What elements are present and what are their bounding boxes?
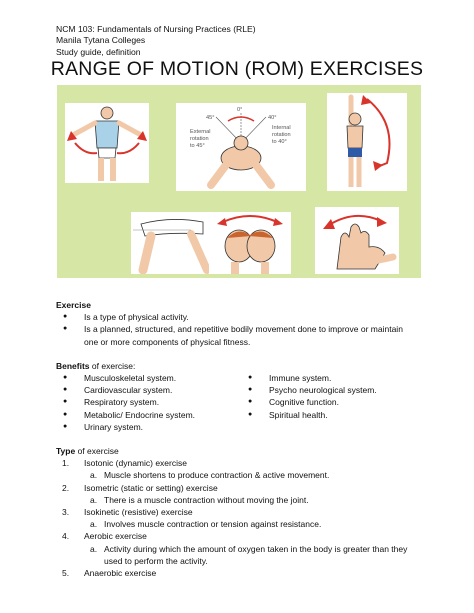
list-item: Respiratory system. xyxy=(56,396,241,408)
types-heading-rest: of exercise xyxy=(75,446,119,457)
label-external-2: rotation xyxy=(190,136,209,142)
list-item: Musculoskeletal system. xyxy=(56,372,241,384)
list-item: a.Activity during which the amount of ox… xyxy=(90,543,408,554)
list-item: Metabolic/ Endocrine system. xyxy=(56,409,241,421)
label-external-3: to 45° xyxy=(190,143,205,149)
list-item: Is a type of physical activity. xyxy=(56,311,426,323)
list-item: Cardiovascular system. xyxy=(56,384,241,396)
types-heading: Type of exercise xyxy=(56,445,426,457)
course-line: NCM 103: Fundamentals of Nursing Practic… xyxy=(56,24,256,34)
label-external-1: External xyxy=(190,129,211,135)
list-item: Immune system. xyxy=(241,372,426,384)
neck-rotation-figure xyxy=(209,212,291,274)
list-item: Is a planned, structured, and repetitive… xyxy=(56,323,426,335)
list-item: a.Muscle shortens to produce contraction… xyxy=(90,470,330,481)
list-item: a.Involves muscle contraction or tension… xyxy=(90,519,322,530)
benefits-heading: Benefits of exercise: xyxy=(56,360,426,372)
hand-extension-figure xyxy=(315,207,399,274)
rom-illustration-panel: 0° 45° 40° External rotation to 45° Inte… xyxy=(57,85,421,278)
list-item-continuation: used to perform the activity. xyxy=(104,555,208,566)
document-body: Exercise Is a type of physical activity.… xyxy=(56,299,426,579)
label-40-deg: 40° xyxy=(268,115,276,121)
shoulder-flexion-figure xyxy=(327,93,407,191)
list-item: Spiritual health. xyxy=(241,409,426,421)
benefits-left-list: Musculoskeletal system. Cardiovascular s… xyxy=(56,372,241,433)
school-line: Manila Tytana Colleges xyxy=(56,35,146,46)
types-section: Type of exercise 1.Isotonic (dynamic) ex… xyxy=(56,445,426,579)
page-title: RANGE OF MOTION (ROM) EXERCISES xyxy=(50,58,424,80)
list-item: Cognitive function. xyxy=(241,396,426,408)
hip-rotation-figure: 0° 45° 40° External rotation to 45° Inte… xyxy=(176,103,306,191)
label-internal-3: to 40° xyxy=(272,139,287,145)
knee-flexion-figure xyxy=(131,212,213,275)
exercise-heading: Exercise xyxy=(56,300,91,310)
exercise-section: Exercise Is a type of physical activity.… xyxy=(56,299,426,348)
benefits-heading-bold: Benefits xyxy=(56,360,90,371)
list-item-continuation: one or more components of physical fitne… xyxy=(84,336,251,347)
benefits-right-list: Immune system. Psycho neurological syste… xyxy=(241,372,426,433)
benefits-heading-rest: of exercise: xyxy=(89,360,136,371)
label-internal-1: Internal xyxy=(272,125,291,131)
list-item: 4.Aerobic exercise xyxy=(62,531,147,542)
list-item: 3.Isokinetic (resistive) exercise xyxy=(62,507,193,518)
types-heading-bold: Type xyxy=(56,446,76,457)
list-item: 2.Isometric (static or setting) exercise xyxy=(62,482,218,493)
list-item: Urinary system. xyxy=(56,421,241,433)
benefits-section: Benefits of exercise: Musculoskeletal sy… xyxy=(56,360,426,433)
list-item: a.There is a muscle contraction without … xyxy=(90,494,309,505)
document-header: NCM 103: Fundamentals of Nursing Practic… xyxy=(56,24,256,58)
label-45-deg: 45° xyxy=(206,115,214,121)
label-zero-deg: 0° xyxy=(237,107,242,113)
benefits-columns: Musculoskeletal system. Cardiovascular s… xyxy=(56,372,426,433)
doc-type-line: Study guide, definition xyxy=(56,46,141,57)
list-item: 1.Isotonic (dynamic) exercise xyxy=(62,458,187,469)
label-internal-2: rotation xyxy=(272,132,291,138)
exercise-bullets: Is a type of physical activity. Is a pla… xyxy=(56,311,426,348)
list-item: Psycho neurological system. xyxy=(241,384,426,396)
types-list: 1.Isotonic (dynamic) exercise a.Muscle s… xyxy=(56,457,426,579)
list-item: 5.Anaerobic exercise xyxy=(62,568,157,579)
shoulder-abduction-figure xyxy=(65,103,149,183)
